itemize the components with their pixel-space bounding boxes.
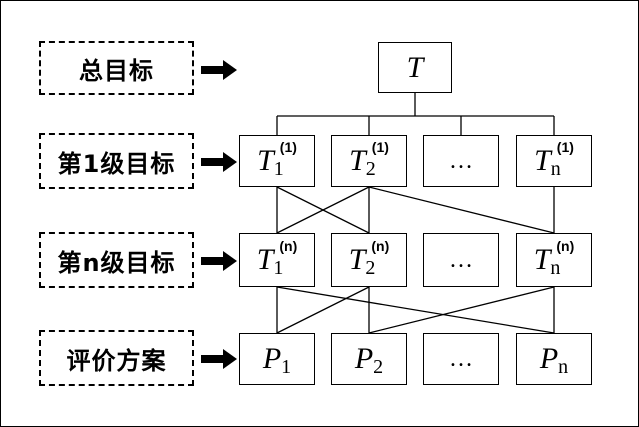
- node-subscript: 1: [273, 256, 284, 279]
- node-superscript: (1): [279, 139, 297, 155]
- node-superscript: (n): [556, 238, 575, 254]
- level-label-text: 总目标: [79, 56, 154, 85]
- arrow-right-icon: [201, 251, 237, 271]
- node-symbol: T: [257, 144, 274, 177]
- level-label-leveln: 第n级目标: [39, 232, 194, 288]
- node-subscript: n: [558, 355, 569, 378]
- node-subscript: 2: [373, 355, 384, 378]
- ellipsis: …: [449, 147, 473, 174]
- node-symbol: T: [533, 243, 551, 276]
- plan-node-ellipsis: …: [423, 333, 499, 385]
- node-subscript: n: [550, 157, 561, 180]
- goal-node: T: [378, 42, 452, 93]
- node-superscript: (1): [556, 139, 574, 155]
- node-symbol: P: [262, 342, 282, 375]
- node-superscript: (n): [371, 238, 390, 254]
- node-subscript: n: [550, 256, 561, 279]
- arrow-right-icon: [201, 152, 237, 172]
- link-ln-n-p-2: [368, 286, 555, 334]
- arrow-right-icon: [201, 60, 237, 80]
- ellipsis: …: [449, 345, 473, 372]
- node-symbol: T: [534, 144, 551, 177]
- node-superscript: (1): [371, 139, 389, 155]
- ellipsis: …: [449, 246, 473, 273]
- goal-symbol: T: [406, 50, 424, 84]
- level-label-text: 第1级目标: [57, 149, 176, 178]
- node-subscript: 2: [365, 256, 376, 279]
- node-symbol: T: [348, 243, 366, 276]
- link-l1-2-ln-n: [368, 186, 555, 234]
- node-symbol: P: [539, 342, 559, 375]
- node-subscript: 2: [365, 157, 376, 180]
- node-superscript: (n): [279, 238, 298, 254]
- level1-node-ellipsis: …: [423, 135, 499, 187]
- link-ln-2-p-1: [276, 286, 370, 334]
- node-symbol: T: [256, 243, 274, 276]
- node-symbol: P: [354, 342, 374, 375]
- level-label-text: 第n级目标: [57, 248, 176, 277]
- node-symbol: T: [349, 144, 366, 177]
- arrow-right-icon: [201, 349, 237, 369]
- leveln-node-ellipsis: …: [423, 233, 499, 287]
- link-l1-2-ln-1: [276, 186, 370, 234]
- level-label-text: 评价方案: [66, 346, 167, 375]
- level-label-level1: 第1级目标: [39, 133, 194, 189]
- level-label-plans: 评价方案: [39, 330, 194, 386]
- node-subscript: 1: [273, 157, 284, 180]
- level-label-goal: 总目标: [39, 41, 194, 95]
- node-subscript: 1: [281, 355, 292, 378]
- link-ln-1-p-n: [276, 286, 555, 334]
